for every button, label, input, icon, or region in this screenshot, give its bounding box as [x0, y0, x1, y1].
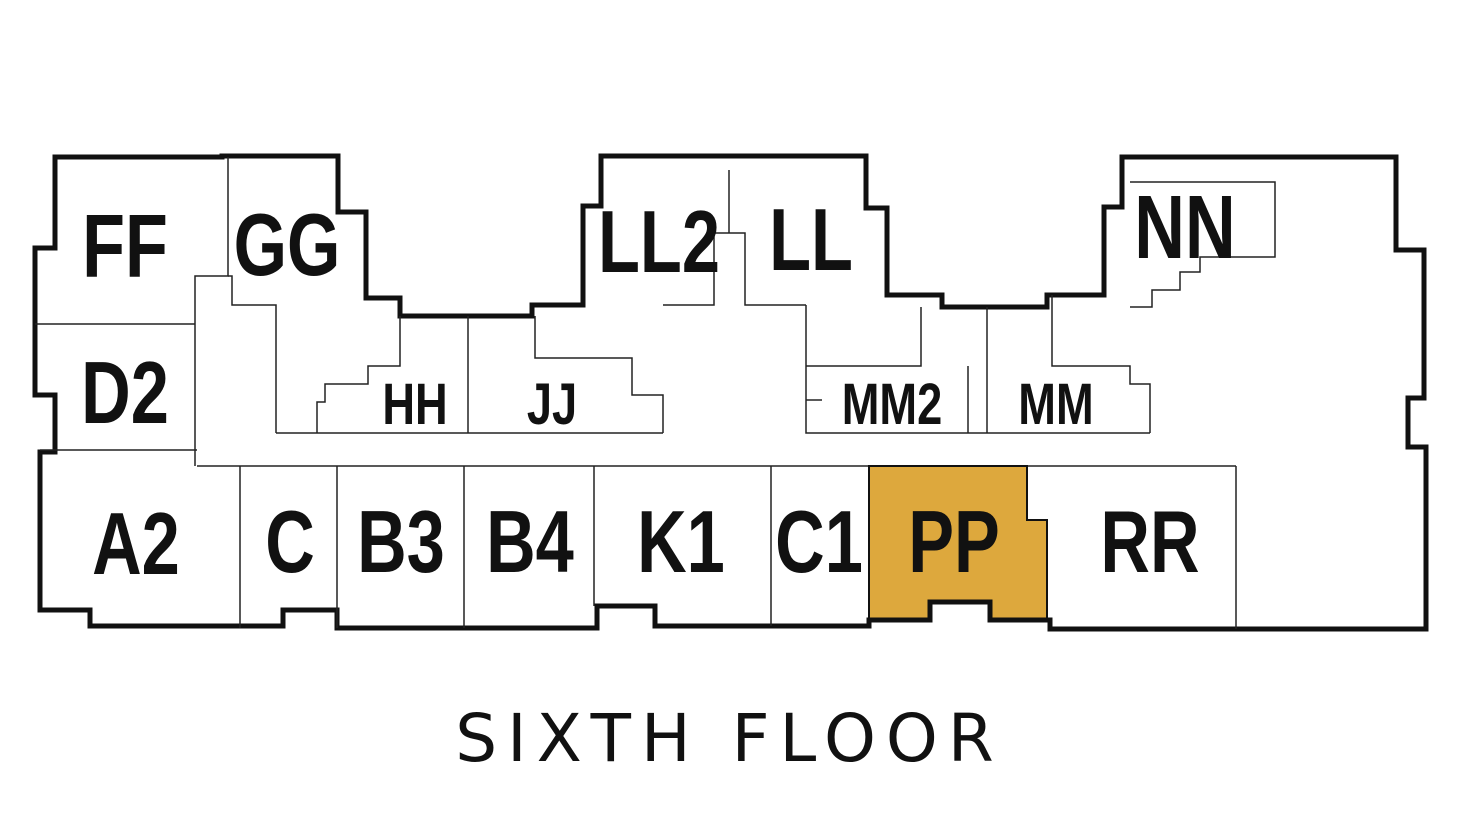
unit-label-k1[interactable]: K1 — [637, 493, 725, 591]
interior-walls — [35, 157, 1276, 629]
unit-label-ff[interactable]: FF — [82, 197, 168, 297]
unit-label-d2[interactable]: D2 — [81, 344, 169, 442]
unit-label-ll[interactable]: LL — [769, 191, 853, 289]
unit-label-rr[interactable]: RR — [1100, 493, 1199, 591]
unit-label-ll2[interactable]: LL2 — [598, 193, 720, 291]
floor-title: SIXTH FLOOR — [455, 700, 1004, 777]
unit-label-c1[interactable]: C1 — [775, 493, 863, 591]
unit-label-gg[interactable]: GG — [234, 196, 341, 294]
unit-label-c[interactable]: C — [265, 493, 315, 591]
unit-label-b3[interactable]: B3 — [357, 493, 445, 591]
unit-label-a2[interactable]: A2 — [92, 495, 180, 593]
unit-label-jj[interactable]: JJ — [527, 373, 577, 438]
unit-labels: FF GG LL2 LL NN D2 HH JJ MM2 MM A2 C B3 … — [81, 178, 1236, 593]
pp-outline — [869, 599, 1047, 623]
unit-label-nn[interactable]: NN — [1134, 178, 1235, 278]
unit-label-hh[interactable]: HH — [382, 373, 447, 438]
building-outline — [32, 153, 1429, 632]
unit-label-pp[interactable]: PP — [908, 493, 1000, 591]
unit-label-mm2[interactable]: MM2 — [842, 373, 943, 438]
unit-label-b4[interactable]: B4 — [486, 493, 574, 591]
unit-label-mm[interactable]: MM — [1018, 373, 1093, 438]
